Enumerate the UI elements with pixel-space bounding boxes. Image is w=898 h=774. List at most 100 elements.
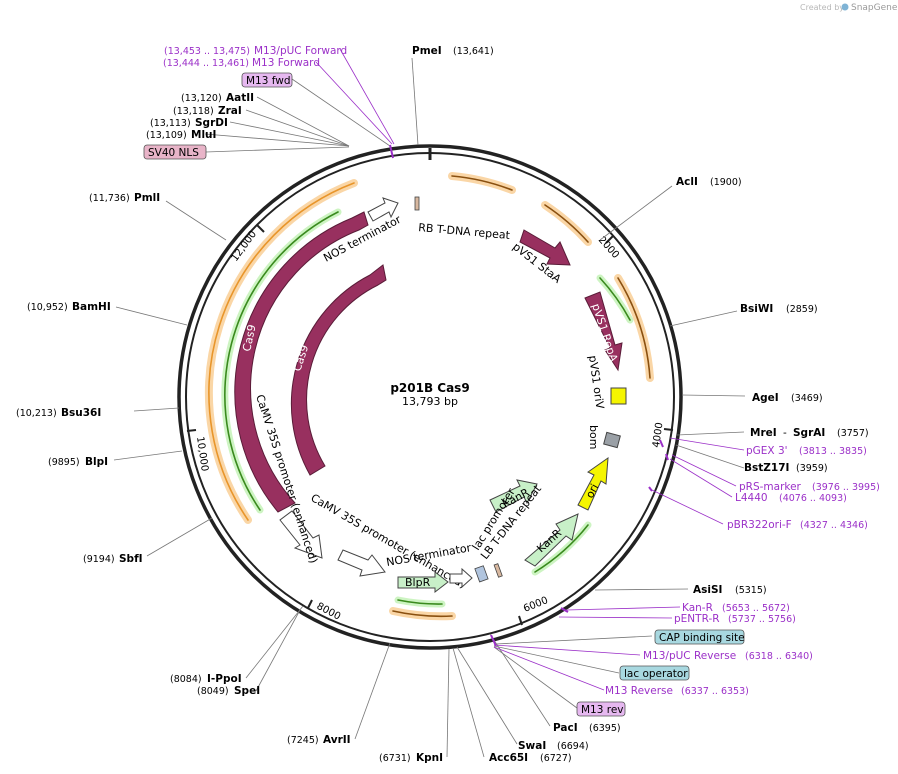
- enzyme-mrei[interactable]: MreI: [750, 427, 777, 439]
- enzyme-bamhi[interactable]: BamHI: [72, 301, 111, 313]
- camv-promoter-bottom-feature[interactable]: [337, 549, 386, 577]
- leader-zrai: [245, 109, 350, 147]
- blpr-feature[interactable]: BlpR: [397, 570, 449, 594]
- enzyme-pmei[interactable]: PmeI: [412, 45, 442, 57]
- enzyme-labels: PmeI (13,641) AclI (1900) BsiWI (2859) A…: [16, 45, 869, 764]
- enzyme-paci-pos: (6395): [589, 723, 621, 734]
- enzyme-mlui[interactable]: MluI: [191, 129, 216, 141]
- enzyme-aatii-pos: (13,120): [181, 93, 222, 104]
- enzyme-acli[interactable]: AclI: [676, 176, 698, 188]
- enzyme-asisi[interactable]: AsiSI: [693, 584, 722, 596]
- tick-label-4000: 4000: [651, 422, 665, 449]
- enzyme-blpi[interactable]: BlpI: [85, 456, 108, 468]
- backbone: [177, 144, 683, 650]
- blpr-arrow: [397, 570, 449, 594]
- primer-pbr322[interactable]: pBR322ori-F: [727, 519, 792, 531]
- primer-marks: [389, 144, 669, 647]
- primer-prs-pos: (3976 .. 3995): [812, 482, 880, 493]
- orf-arc-right-line: [617, 277, 651, 379]
- primer-pgex[interactable]: pGEX 3': [746, 445, 788, 457]
- box-sv40-nls-label: SV40 NLS: [148, 147, 199, 159]
- enzyme-sgrai[interactable]: SgrAI: [793, 427, 825, 439]
- lac-promoter-box[interactable]: [474, 565, 489, 583]
- camv-promoter-left-feature[interactable]: [279, 510, 323, 559]
- leader-m13puc-fwd: [339, 48, 395, 145]
- enzyme-spei[interactable]: SpeI: [234, 685, 260, 697]
- primer-prs[interactable]: pRS-marker: [739, 481, 802, 493]
- enzyme-sgrdi[interactable]: SgrDI: [195, 117, 228, 129]
- primer-m13puc-rev[interactable]: M13/pUC Reverse: [643, 650, 736, 662]
- primer-pgex-pos: (3813 .. 3835): [799, 446, 867, 457]
- enzyme-dash: -: [783, 427, 787, 439]
- enzyme-acc65i-pos: (6727): [540, 753, 572, 764]
- cas9-inner-feature[interactable]: Cas9: [290, 264, 387, 476]
- primer-pentr[interactable]: pENTR-R: [674, 613, 720, 625]
- enzyme-kpni-pos: (6731): [379, 753, 411, 764]
- rb-repeat-label: RB T-DNA repeat: [418, 221, 511, 242]
- pvs1-staa-feature[interactable]: [519, 229, 571, 266]
- primer-m13-rev-pos: (6337 .. 6353): [681, 686, 749, 697]
- enzyme-pmli[interactable]: PmlI: [134, 192, 160, 204]
- lb-repeat-box[interactable]: [493, 563, 503, 578]
- enzyme-sbfi[interactable]: SbfI: [119, 553, 143, 565]
- enzyme-bsu36i[interactable]: Bsu36I: [61, 407, 101, 419]
- ori-feature[interactable]: ori: [577, 456, 609, 511]
- bom-box[interactable]: [603, 431, 621, 449]
- box-cap-binding[interactable]: [654, 629, 745, 645]
- primer-kanr[interactable]: Kan-R: [682, 602, 713, 614]
- pvs1-oriv-label: pVS1 oriV: [586, 355, 606, 411]
- enzyme-zrai[interactable]: ZraI: [218, 105, 242, 117]
- enzyme-sbfi-pos: (9194): [83, 554, 115, 565]
- primer-m13-rev[interactable]: M13 Reverse: [605, 685, 673, 697]
- primer-l4440[interactable]: L4440: [735, 492, 768, 504]
- ori-label: ori: [583, 482, 601, 501]
- plasmid-name: p201B Cas9: [390, 381, 469, 395]
- leader-m13-rev: [493, 646, 605, 691]
- enzyme-ippoi[interactable]: I-PpoI: [207, 673, 242, 685]
- leader-bsiwi: [669, 310, 738, 327]
- cas9-outer-feature[interactable]: Cas9: [234, 211, 369, 513]
- enzyme-avrii[interactable]: AvrII: [323, 734, 351, 746]
- leader-lacop: [493, 645, 620, 674]
- enzyme-acc65i[interactable]: Acc65I: [489, 752, 528, 764]
- leader-mlui: [204, 133, 350, 147]
- enzyme-swai[interactable]: SwaI: [518, 740, 546, 752]
- leader-sbfi: [146, 517, 213, 557]
- enzyme-bsiwi[interactable]: BsiWI: [740, 303, 773, 315]
- enzyme-swai-pos: (6694): [557, 741, 589, 752]
- leader-pmli: [165, 200, 227, 241]
- enzyme-agei-pos: (3469): [791, 393, 823, 404]
- orf-arc-left-line: [208, 182, 355, 521]
- tick-4000: [663, 428, 674, 431]
- nos-terminator-bottom-feature[interactable]: [449, 567, 473, 589]
- primer-m13puc-rev-pos: (6318 .. 6340): [745, 651, 813, 662]
- enzyme-leaders: [113, 57, 746, 758]
- orf-arc-top2: [541, 201, 592, 246]
- enzyme-kpni[interactable]: KpnI: [416, 752, 443, 764]
- box-m13-rev[interactable]: [576, 701, 626, 717]
- rb-repeat-box[interactable]: [414, 196, 420, 211]
- snapgene-logo-icon: [841, 3, 849, 11]
- pvs1-oriv-box[interactable]: [610, 387, 627, 405]
- pvs1-repa-arrow: [584, 291, 623, 372]
- enzyme-paci[interactable]: PacI: [553, 722, 578, 734]
- orf-arc-right: [614, 274, 654, 382]
- primer-m13puc-fwd[interactable]: M13/pUC Forward: [254, 45, 347, 57]
- box-lac-operator[interactable]: [619, 665, 690, 681]
- leader-ippoi: [245, 605, 304, 679]
- leader-bamhi: [115, 306, 188, 326]
- enzyme-bamhi-pos: (10,952): [27, 302, 68, 313]
- box-m13-fwd[interactable]: [241, 72, 293, 88]
- orf-inner-bottom-line: [397, 599, 443, 605]
- nos-terminator-top-arrow: [367, 197, 399, 222]
- primer-mark-rev: [490, 634, 497, 647]
- enzyme-agei[interactable]: AgeI: [752, 392, 779, 404]
- enzyme-bstz17i[interactable]: BstZ17I: [744, 462, 789, 474]
- leader-bstz17i: [675, 444, 745, 469]
- orf-inner-kanr-line: [534, 524, 589, 573]
- orf-arc-top: [448, 172, 516, 194]
- enzyme-aatii[interactable]: AatII: [226, 92, 254, 104]
- box-sv40-nls[interactable]: [143, 144, 207, 160]
- leader-sgrdi: [229, 121, 350, 147]
- primer-m13-fwd[interactable]: M13 Forward: [252, 57, 320, 69]
